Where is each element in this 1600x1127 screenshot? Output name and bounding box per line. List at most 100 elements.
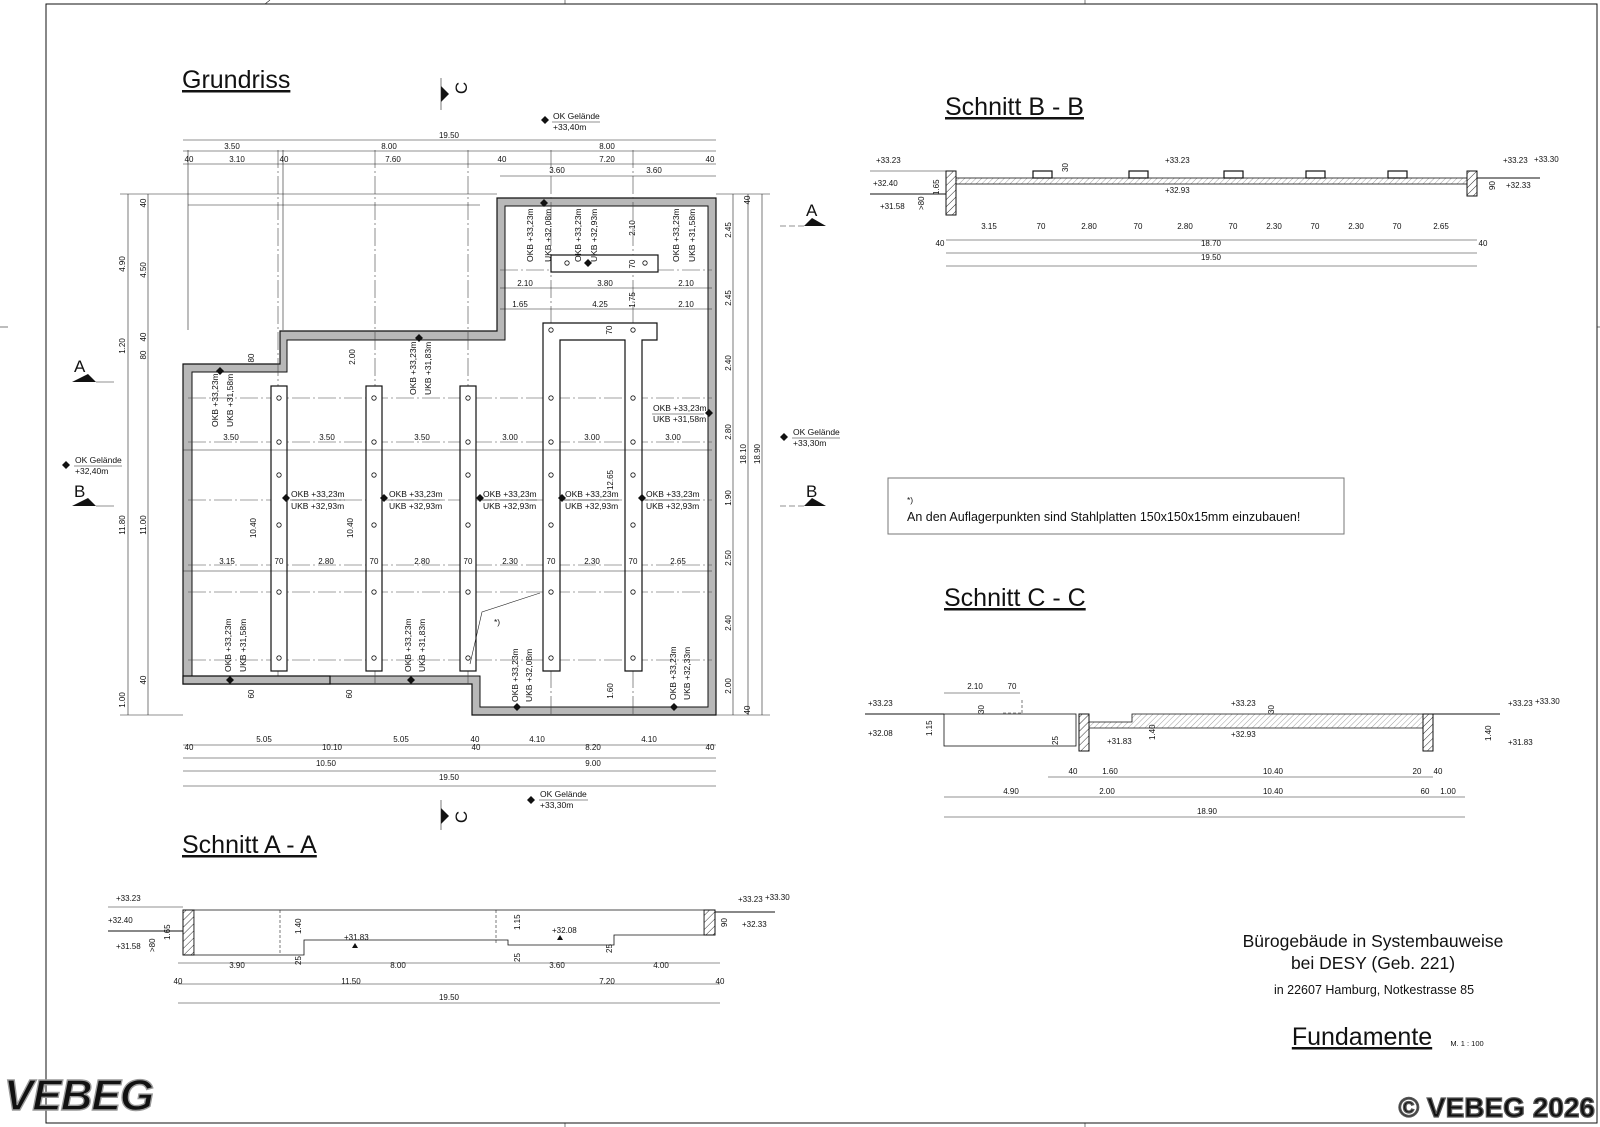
section-b-marker: B [74, 482, 85, 501]
dim-text: 2.10 [517, 279, 533, 288]
dim-text: 2.30 [584, 557, 600, 566]
dim-text: 30 [977, 705, 986, 714]
ground-level-label: OK Gelände [553, 111, 600, 121]
ground-level-value: +32,40m [75, 466, 108, 476]
okb-label: OKB +33,23m [565, 489, 619, 499]
drawing-title: Fundamente [1292, 1023, 1432, 1051]
schnitt-cc-title: Schnitt C - C [944, 584, 1086, 612]
dim-text: 8.00 [381, 142, 397, 151]
dim-text: 60 [247, 689, 256, 698]
dim-text: 2.00 [348, 349, 357, 365]
dim-text: 70 [370, 557, 379, 566]
dim-text: 18.70 [1201, 239, 1222, 248]
okb-label: OKB +33,23m [483, 489, 537, 499]
dim-text: 5.05 [393, 735, 409, 744]
ground-level-label: OK Gelände [540, 789, 587, 799]
level-text: +33.30 [1535, 697, 1560, 706]
dim-text: 70 [628, 259, 637, 268]
dim-text: 2.10 [628, 220, 637, 236]
dim-text: 3.90 [229, 961, 245, 970]
note-leader [469, 592, 541, 665]
level-text: +32.40 [108, 916, 133, 925]
okb-label: OKB +33,23m [408, 341, 418, 395]
dim-text: 3.15 [219, 557, 235, 566]
dim-text: 10.10 [322, 743, 343, 752]
dim-text: 25 [605, 944, 614, 953]
dim-text: 40 [706, 155, 715, 164]
level-text: +31.83 [1107, 737, 1132, 746]
dim-text: 2.80 [318, 557, 334, 566]
dim-text: 7.20 [599, 977, 615, 986]
dim-text: 90 [720, 918, 729, 927]
strip-footings [182, 254, 659, 685]
strip-footing-3 [459, 385, 477, 672]
dim-text: 2.65 [1433, 222, 1449, 231]
dim-text: 70 [605, 325, 614, 334]
plan-dimension-lines [120, 139, 770, 787]
watermark: VEBEG © VEBEG 2026 [3, 1070, 1595, 1123]
dim-text: 70 [464, 557, 473, 566]
dim-text: 40 [185, 155, 194, 164]
okb-label: OKB +33,23m [210, 373, 220, 427]
level-text: +33.23 [1508, 699, 1533, 708]
dim-text: 2.40 [724, 355, 733, 371]
level-text: +32.08 [552, 926, 577, 935]
ukb-label: UKB +32,08m [543, 209, 553, 262]
dim-text: 3.60 [646, 166, 662, 175]
okb-label: OKB +33,23m [573, 208, 583, 262]
dim-text: 2.10 [678, 300, 694, 309]
dim-text: 12.65 [606, 469, 615, 490]
support-points [276, 260, 648, 661]
dim-text: 30 [1267, 705, 1276, 714]
section-aa-labels: +33.23 +32.40 +31.58 +31.83 +32.08 +33.2… [108, 893, 790, 1002]
dim-text: 3.60 [549, 166, 565, 175]
dim-text: 4.90 [1003, 787, 1019, 796]
okb-label: OKB +33,23m [291, 489, 345, 499]
dim-text: 1.65 [932, 179, 941, 195]
dim-text: 40 [174, 977, 183, 986]
dim-text: >80 [917, 196, 926, 210]
dim-text: 30 [1061, 163, 1070, 172]
level-text: +31.58 [116, 942, 141, 951]
dim-text: 8.20 [585, 743, 601, 752]
dim-text: 40 [936, 239, 945, 248]
dim-text: 70 [1393, 222, 1402, 231]
dim-text: 2.65 [670, 557, 686, 566]
okb-label: OKB +33,23m [668, 646, 678, 700]
ground-level-label: OK Gelände [793, 427, 840, 437]
okb-label: OKB +33,23m [671, 208, 681, 262]
dim-text: 2.80 [414, 557, 430, 566]
ukb-label: UKB +31,58m [653, 414, 706, 424]
section-bb-drawing [870, 170, 1540, 267]
dim-text: 19.50 [439, 131, 460, 140]
okb-label: OKB +33,23m [653, 403, 707, 413]
dim-text: 19.50 [439, 993, 460, 1002]
okb-label: OKB +33,23m [403, 618, 413, 672]
okb-label: OKB +33,23m [525, 208, 535, 262]
dim-text: 4.90 [118, 256, 127, 272]
dim-text: 1.20 [118, 338, 127, 354]
dim-text: 40 [139, 675, 148, 684]
project-name: Bürogebäude in Systembauweise [1243, 931, 1504, 951]
level-text: +33.30 [1534, 155, 1559, 164]
dim-text: 2.80 [1081, 222, 1097, 231]
project-building: bei DESY (Geb. 221) [1291, 953, 1455, 973]
schnitt-bb-title: Schnitt B - B [945, 93, 1084, 121]
dim-text: 1.00 [118, 692, 127, 708]
level-text: +33.23 [738, 895, 763, 904]
dim-text: 80 [247, 353, 256, 362]
level-text: +31.83 [1508, 738, 1533, 747]
ground-levels: OK Gelände +33,40m OK Gelände +33,30m OK… [62, 111, 840, 810]
dim-text: 4.10 [529, 735, 545, 744]
strip-footing-1 [270, 385, 288, 672]
dim-text: 70 [1311, 222, 1320, 231]
dim-text: 3.80 [597, 279, 613, 288]
dim-text: 18.90 [1197, 807, 1218, 816]
dim-text: 70 [629, 557, 638, 566]
dim-text: 40 [1434, 767, 1443, 776]
dim-text: 3.50 [319, 433, 335, 442]
okb-label: OKB +33,23m [646, 489, 700, 499]
dim-text: 7.20 [599, 155, 615, 164]
dim-text: 18.10 [739, 443, 748, 464]
